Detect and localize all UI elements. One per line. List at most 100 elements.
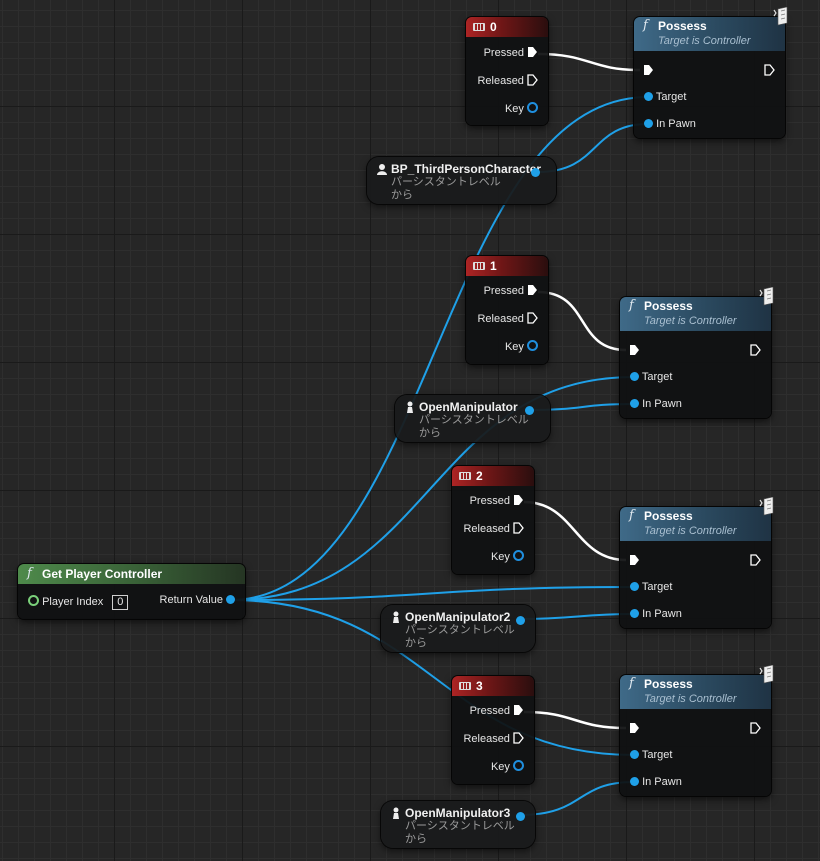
data-pin-icon[interactable]	[644, 119, 653, 128]
actor-ref-node-openmanipulator2[interactable]: OpenManipulator2 パーシスタントレベルから	[381, 605, 535, 652]
possess-title: Possess	[644, 509, 693, 523]
key-event-node-2[interactable]: 2 Pressed Released Key	[452, 466, 534, 574]
function-icon: f	[629, 676, 634, 691]
data-pin-icon[interactable]	[513, 760, 524, 771]
possess-title: Possess	[658, 19, 707, 33]
exec-pin-icon[interactable]	[527, 74, 538, 86]
in-pawn-label: In Pawn	[642, 608, 682, 620]
actor-ref-name: BP_ThirdPersonCharacter	[391, 162, 542, 176]
player-index-input[interactable]: 0	[112, 595, 129, 610]
actor-ref-subtitle: パーシスタントレベルから	[405, 820, 515, 845]
data-pin-icon[interactable]	[630, 777, 639, 786]
keyboard-icon	[473, 262, 485, 270]
exec-pin-icon[interactable]	[513, 732, 524, 744]
in-pawn-label: In Pawn	[656, 118, 696, 130]
network-cube-icon	[759, 497, 774, 516]
data-pin-icon[interactable]	[513, 550, 524, 561]
exec-out-pin-icon[interactable]	[750, 722, 761, 734]
key-event-node-1[interactable]: 1 Pressed Released Key	[466, 256, 548, 364]
pressed-label: Pressed	[483, 47, 524, 59]
key-label: Key	[504, 103, 524, 115]
pawn-icon	[393, 807, 399, 819]
data-pin-icon[interactable]	[531, 168, 540, 177]
data-pin-icon[interactable]	[630, 372, 639, 381]
data-pin-icon[interactable]	[630, 399, 639, 408]
exec-pin-icon[interactable]	[513, 494, 524, 506]
exec-wire	[537, 52, 641, 72]
exec-pin-icon[interactable]	[527, 312, 538, 324]
object-wire	[519, 613, 635, 620]
actor-ref-subtitle: パーシスタントレベルから	[391, 176, 501, 201]
return-value-label: Return Value	[159, 594, 223, 606]
object-wire	[229, 586, 635, 601]
data-pin-icon[interactable]	[630, 609, 639, 618]
exec-out-pin-icon[interactable]	[750, 344, 761, 356]
data-pin-icon[interactable]	[630, 750, 639, 759]
key-event-node-0[interactable]: 0 Pressed Released Key	[466, 17, 548, 125]
data-pin-icon[interactable]	[644, 92, 653, 101]
data-pin-icon[interactable]	[226, 595, 235, 604]
data-pin-icon[interactable]	[527, 340, 538, 351]
function-icon: f	[629, 508, 634, 523]
actor-ref-node-openmanipulator3[interactable]: OpenManipulator3 パーシスタントレベルから	[381, 801, 535, 848]
exec-out-pin-icon[interactable]	[764, 64, 775, 76]
released-label: Released	[477, 313, 524, 325]
pressed-label: Pressed	[469, 705, 510, 717]
network-cube-icon	[773, 7, 788, 26]
key-label: Key	[504, 341, 524, 353]
network-cube-icon	[759, 287, 774, 306]
exec-wire	[523, 710, 627, 730]
key-event-title: 3	[476, 679, 483, 693]
exec-in-pin-icon[interactable]	[629, 344, 640, 356]
exec-out-pin-icon[interactable]	[750, 554, 761, 566]
exec-in-pin-icon[interactable]	[629, 554, 640, 566]
actor-ref-name: OpenManipulator2	[405, 610, 511, 624]
actor-ref-node-openmanipulator[interactable]: OpenManipulator パーシスタントレベルから	[395, 395, 550, 442]
actor-ref-subtitle: パーシスタントレベルから	[405, 624, 515, 649]
object-wire	[519, 781, 635, 816]
keyboard-icon	[459, 472, 471, 480]
exec-wire	[523, 500, 627, 562]
data-pin-icon[interactable]	[516, 812, 525, 821]
in-pawn-label: In Pawn	[642, 398, 682, 410]
possess-subtitle: Target is Controller	[644, 315, 737, 327]
exec-in-pin-icon[interactable]	[643, 64, 654, 76]
function-icon: f	[27, 566, 32, 581]
data-pin-icon[interactable]	[630, 582, 639, 591]
exec-pin-icon[interactable]	[513, 522, 524, 534]
data-pin-icon[interactable]	[28, 595, 39, 606]
actor-ref-node-bp-thirdpersoncharacter[interactable]: BP_ThirdPersonCharacter パーシスタントレベルから	[367, 157, 556, 204]
keyboard-icon	[459, 682, 471, 690]
key-event-node-3[interactable]: 3 Pressed Released Key	[452, 676, 534, 784]
pressed-label: Pressed	[469, 495, 510, 507]
function-icon: f	[643, 18, 648, 33]
data-pin-icon[interactable]	[525, 406, 534, 415]
exec-pin-icon[interactable]	[513, 704, 524, 716]
actor-ref-subtitle: パーシスタントレベルから	[419, 414, 529, 439]
possess-subtitle: Target is Controller	[644, 693, 737, 705]
pawn-icon	[407, 401, 413, 413]
exec-in-pin-icon[interactable]	[629, 722, 640, 734]
exec-pin-icon[interactable]	[527, 46, 538, 58]
player-index-label: Player Index	[42, 596, 104, 608]
possess-title: Possess	[644, 677, 693, 691]
target-label: Target	[641, 581, 673, 593]
data-pin-icon[interactable]	[516, 616, 525, 625]
exec-pin-icon[interactable]	[527, 284, 538, 296]
exec-wire	[537, 290, 627, 352]
pawn-icon	[393, 611, 399, 623]
pressed-label: Pressed	[483, 285, 524, 297]
data-pin-icon[interactable]	[527, 102, 538, 113]
released-label: Released	[463, 733, 510, 745]
key-event-title: 2	[476, 469, 483, 483]
target-label: Target	[641, 371, 673, 383]
actor-ref-name: OpenManipulator3	[405, 806, 511, 820]
actor-ref-name: OpenManipulator	[419, 400, 518, 414]
key-label: Key	[490, 551, 510, 563]
